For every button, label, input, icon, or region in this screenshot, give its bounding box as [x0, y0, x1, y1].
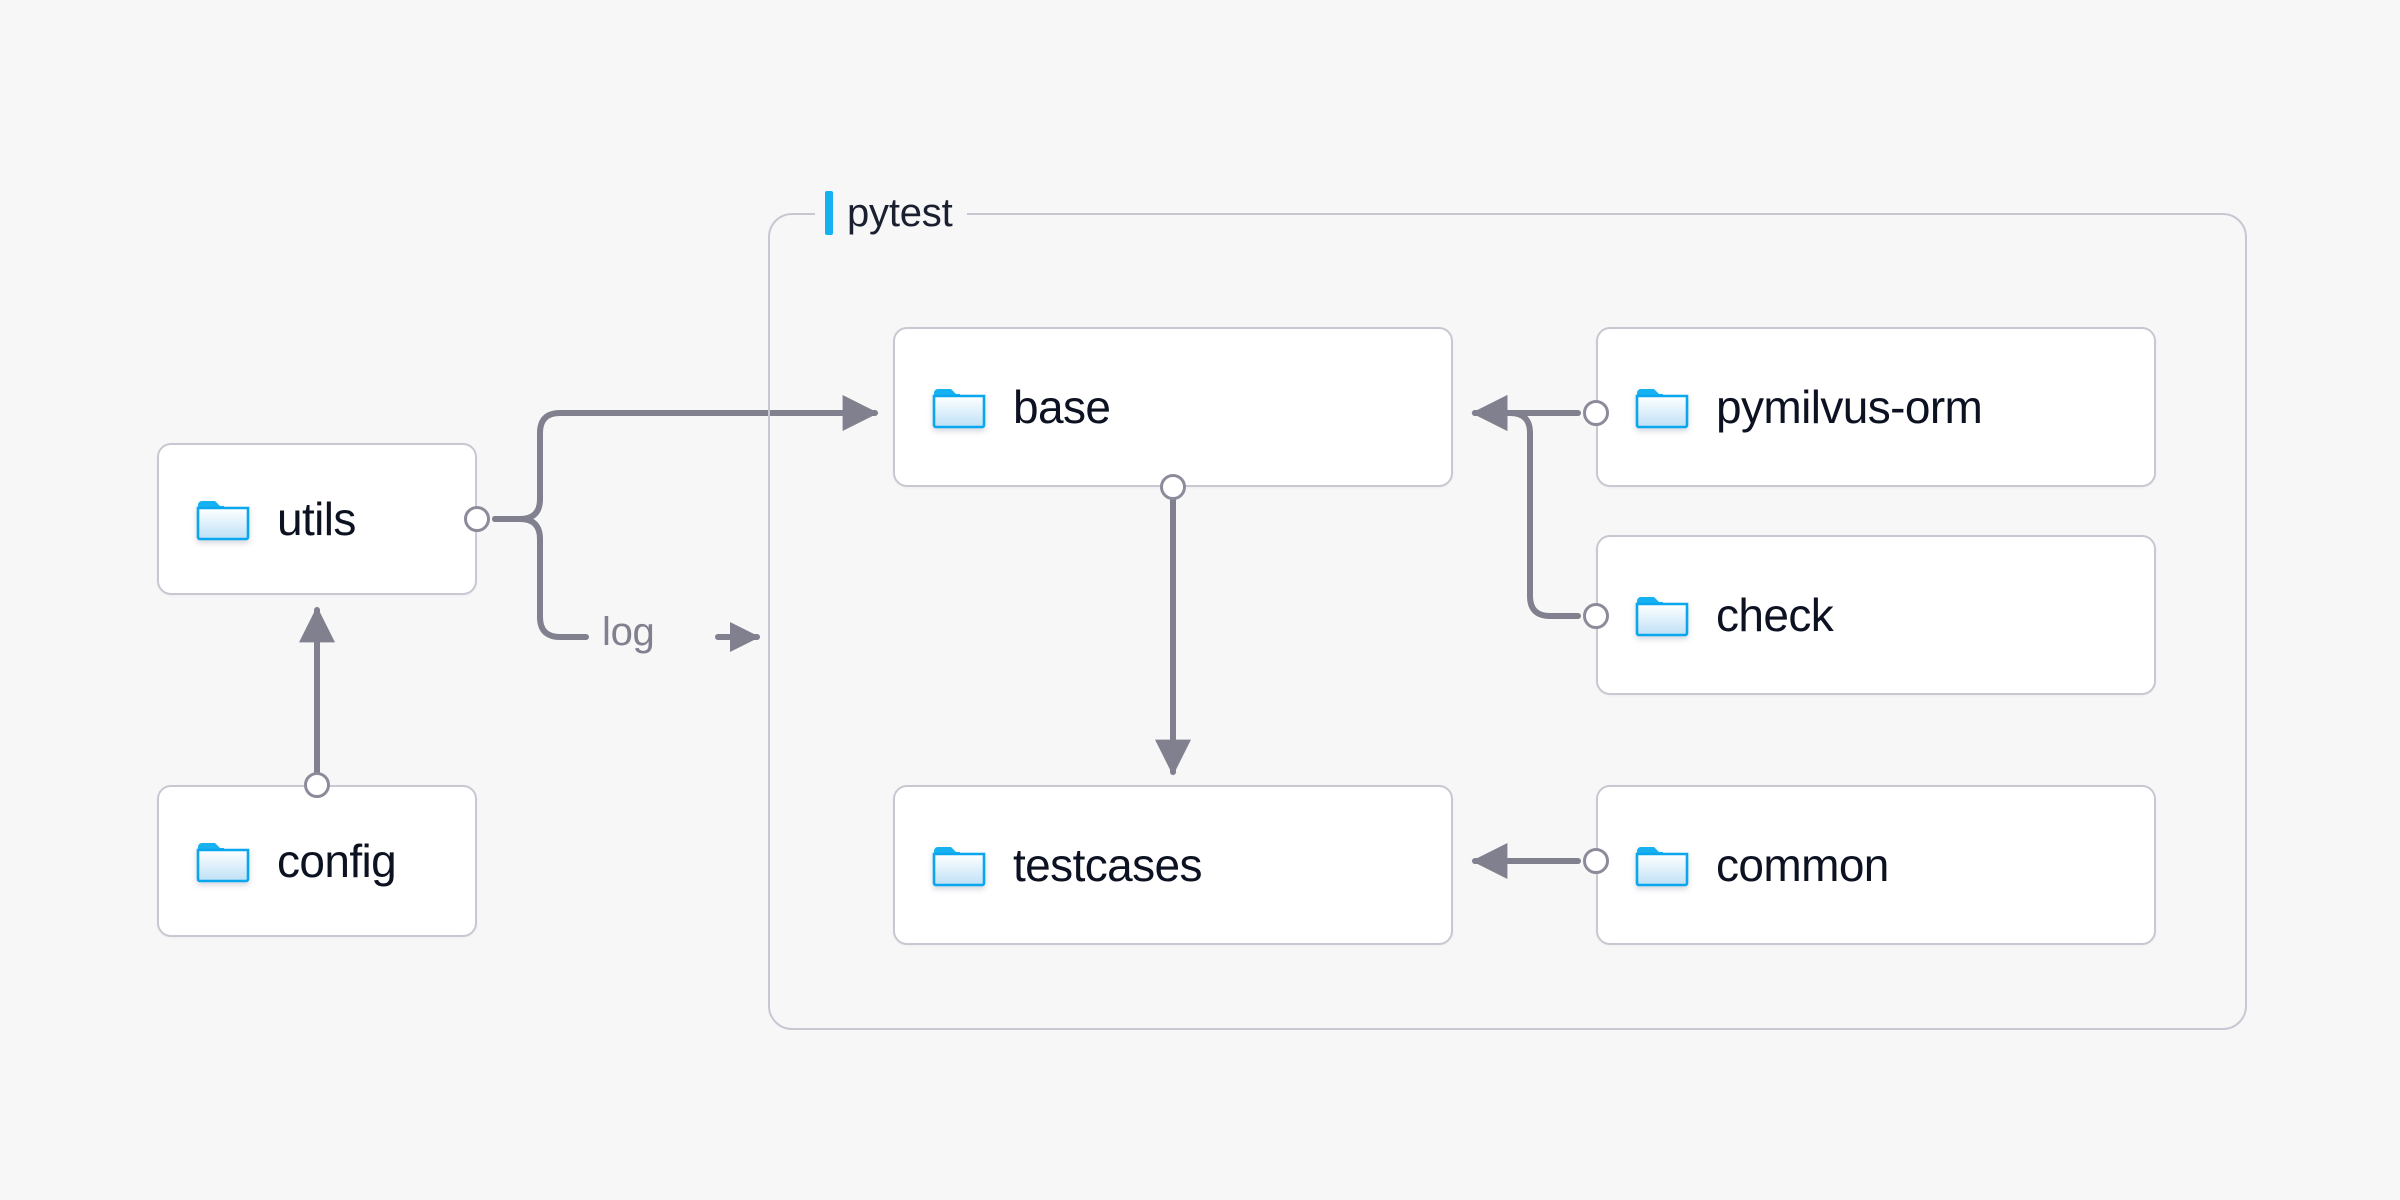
group-title: pytest — [847, 191, 953, 235]
node-label: config — [277, 835, 397, 887]
node-testcases[interactable]: testcases — [893, 785, 1453, 945]
handle-common-left[interactable] — [1583, 848, 1609, 874]
node-base[interactable]: base — [893, 327, 1453, 487]
folder-icon — [1635, 597, 1689, 637]
node-config[interactable]: config — [157, 785, 477, 937]
node-label: utils — [277, 493, 356, 545]
node-check[interactable]: check — [1596, 535, 2156, 695]
edge-label-log: log — [602, 610, 655, 654]
group-container-pytest[interactable] — [768, 213, 2247, 1030]
group-accent-bar — [825, 191, 833, 235]
node-common[interactable]: common — [1596, 785, 2156, 945]
folder-icon — [1635, 847, 1689, 887]
handle-utils-right[interactable] — [464, 506, 490, 532]
folder-icon — [932, 847, 986, 887]
handle-base-bottom[interactable] — [1160, 474, 1186, 500]
edge-utils-to-log — [492, 516, 589, 640]
handle-pymilvus-orm-left[interactable] — [1583, 400, 1609, 426]
node-label: common — [1716, 839, 1889, 891]
node-label: testcases — [1013, 839, 1203, 891]
node-label: pymilvus-orm — [1716, 381, 1983, 433]
node-pymilvus-orm[interactable]: pymilvus-orm — [1596, 327, 2156, 487]
group-header-pytest: pytest — [815, 191, 967, 235]
folder-icon — [1635, 389, 1689, 429]
handle-config-top[interactable] — [304, 772, 330, 798]
folder-icon — [932, 389, 986, 429]
node-utils[interactable]: utils — [157, 443, 477, 595]
node-label: base — [1013, 381, 1111, 433]
node-label: check — [1716, 589, 1834, 641]
handle-check-left[interactable] — [1583, 603, 1609, 629]
folder-icon — [196, 501, 250, 541]
folder-icon — [196, 843, 250, 883]
